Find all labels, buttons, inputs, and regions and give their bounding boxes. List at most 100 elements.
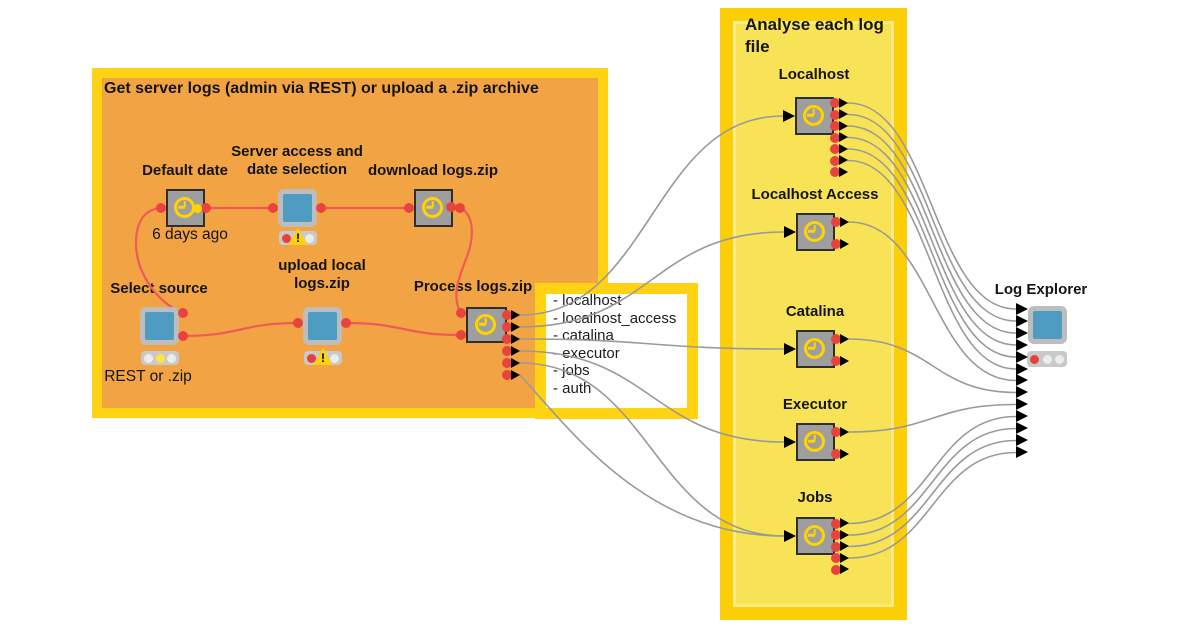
jobs-output-port[interactable]	[831, 541, 841, 552]
jobs-input-port[interactable]	[784, 529, 796, 542]
catalina-output-triangle[interactable]	[840, 333, 849, 344]
executor-input-port[interactable]	[784, 435, 796, 448]
jobs-output-triangle[interactable]	[840, 529, 849, 540]
log_explorer-input-port[interactable]	[1016, 410, 1028, 422]
process_logs-output-triangle[interactable]	[511, 309, 520, 320]
server_access-port-in[interactable]	[268, 203, 278, 213]
executor-output-triangle[interactable]	[840, 426, 849, 437]
localhost-output-triangle[interactable]	[839, 120, 848, 131]
process_logs-output-triangle[interactable]	[511, 369, 520, 380]
node-server_access[interactable]	[278, 189, 317, 227]
process_logs-output-triangle[interactable]	[511, 333, 520, 344]
server_access-port-out[interactable]	[316, 203, 326, 213]
process_logs-output-triangle[interactable]	[511, 357, 520, 368]
localhost_access-output-port[interactable]	[831, 217, 841, 227]
localhost-output-triangle[interactable]	[839, 155, 848, 165]
traffic-light-log_explorer	[1027, 351, 1067, 367]
default_date-port-out[interactable]	[201, 203, 211, 213]
localhost-output-port[interactable]	[830, 144, 840, 154]
node-localhost_access[interactable]	[796, 213, 835, 251]
jobs-output-triangle[interactable]	[840, 552, 849, 563]
process_logs-output-triangle[interactable]	[511, 321, 520, 332]
clock-icon	[804, 524, 825, 546]
node-select_source[interactable]	[140, 307, 179, 345]
node-download_logs[interactable]	[414, 189, 453, 227]
catalina-output-triangle[interactable]	[840, 355, 849, 366]
executor-output-triangle[interactable]	[840, 448, 849, 459]
jobs-output-port[interactable]	[831, 530, 841, 540]
jobs-output-triangle[interactable]	[840, 541, 849, 551]
localhost-output-port[interactable]	[830, 98, 840, 108]
node-log_explorer[interactable]	[1028, 306, 1067, 344]
localhost-output-triangle[interactable]	[839, 132, 848, 142]
localhost-output-port[interactable]	[830, 121, 840, 131]
process_logs-port-in2[interactable]	[456, 330, 466, 340]
log_explorer-input-port[interactable]	[1016, 326, 1028, 339]
process_logs-output-port[interactable]	[502, 370, 512, 380]
jobs-output-port[interactable]	[831, 518, 841, 529]
localhost-output-port[interactable]	[830, 155, 840, 166]
localhost-output-port[interactable]	[830, 132, 840, 143]
jobs-output-triangle[interactable]	[840, 564, 849, 574]
process_logs-output-port[interactable]	[502, 310, 512, 320]
default_date-port-in[interactable]	[156, 203, 166, 213]
jobs-output-port[interactable]	[831, 553, 841, 563]
process_logs-output-port[interactable]	[502, 322, 512, 332]
localhost-input-port[interactable]	[783, 109, 795, 122]
localhost_access-output-triangle[interactable]	[840, 216, 849, 227]
process_logs-port-in1[interactable]	[456, 308, 466, 318]
note-item: - localhost_access	[553, 309, 677, 327]
localhost-output-triangle[interactable]	[839, 143, 848, 154]
log_explorer-input-port[interactable]	[1016, 350, 1028, 363]
node-label-line: Jobs	[797, 489, 833, 506]
process_logs-output-port[interactable]	[502, 346, 512, 356]
download_logs-port-in[interactable]	[404, 203, 414, 213]
localhost_access-output-triangle[interactable]	[840, 238, 849, 249]
log_explorer-input-port[interactable]	[1016, 386, 1028, 398]
node-jobs[interactable]	[796, 517, 835, 555]
log_explorer-input-port[interactable]	[1016, 338, 1028, 351]
log_explorer-input-port[interactable]	[1016, 362, 1028, 375]
log_explorer-input-port[interactable]	[1016, 374, 1028, 386]
node-process_logs[interactable]	[466, 307, 507, 343]
log_explorer-input-port[interactable]	[1016, 398, 1028, 410]
localhost-output-port[interactable]	[830, 167, 840, 177]
node-label-line: Executor	[782, 396, 848, 413]
log_explorer-input-port[interactable]	[1016, 422, 1028, 434]
catalina-input-port[interactable]	[784, 342, 796, 355]
process_logs-output-port[interactable]	[502, 358, 512, 368]
localhost-output-triangle[interactable]	[839, 109, 848, 119]
jobs-output-triangle[interactable]	[840, 518, 849, 528]
log_explorer-input-port[interactable]	[1016, 434, 1028, 446]
clock-icon	[422, 196, 443, 218]
executor-output-port[interactable]	[831, 449, 841, 459]
catalina-output-port[interactable]	[831, 334, 841, 344]
log_explorer-input-port[interactable]	[1016, 314, 1028, 327]
node-catalina[interactable]	[796, 330, 835, 368]
node-upload_local[interactable]	[303, 307, 342, 345]
localhost_access-output-port[interactable]	[831, 239, 841, 249]
log_explorer-input-port[interactable]	[1016, 446, 1028, 458]
select_source-port-out1[interactable]	[178, 308, 188, 318]
process_logs-output-triangle[interactable]	[511, 345, 520, 356]
select_source-port-out2[interactable]	[178, 331, 188, 341]
node-executor[interactable]	[796, 423, 835, 461]
node-localhost[interactable]	[795, 97, 834, 135]
upload_local-port-in[interactable]	[293, 318, 303, 328]
jobs-output-port[interactable]	[831, 564, 841, 575]
catalina-output-port[interactable]	[831, 356, 841, 366]
executor-output-port[interactable]	[831, 427, 841, 437]
localhost-output-triangle[interactable]	[839, 97, 848, 108]
download_logs-port-edge[interactable]	[446, 202, 456, 212]
localhost-output-triangle[interactable]	[839, 166, 848, 177]
process_logs-output-port[interactable]	[502, 334, 512, 344]
upload_local-port-out[interactable]	[341, 318, 351, 328]
localhost_access-input-port[interactable]	[784, 225, 796, 238]
traffic-light-select_source	[141, 351, 179, 365]
download_logs-port-out[interactable]	[455, 203, 465, 213]
log_explorer-input-port[interactable]	[1016, 302, 1028, 315]
localhost-output-port[interactable]	[830, 109, 840, 120]
